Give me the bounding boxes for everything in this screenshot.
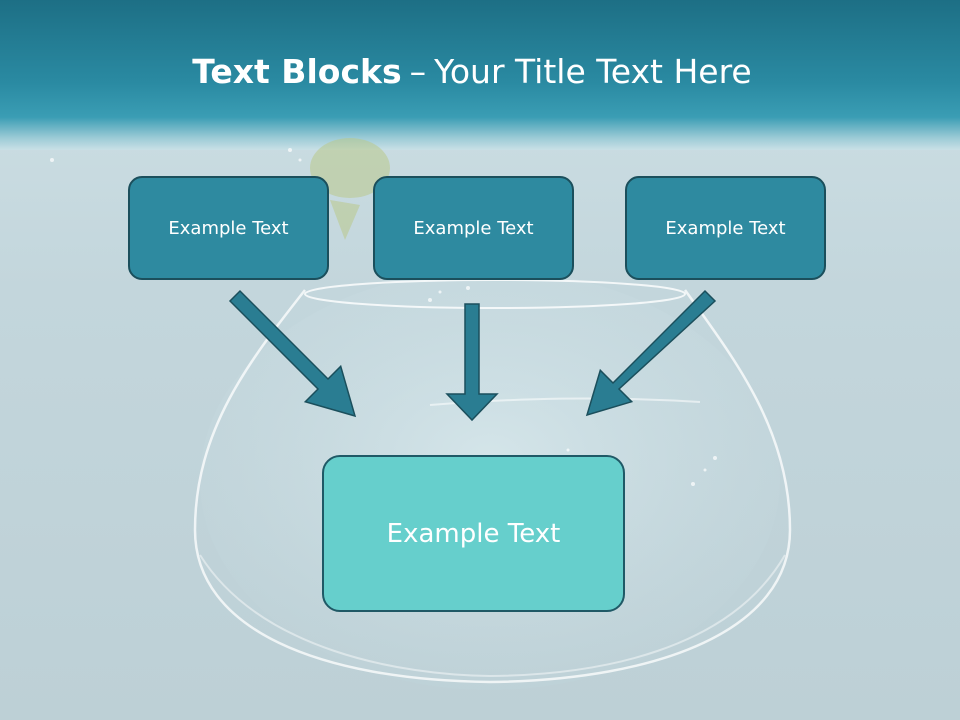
fish-icon [310,138,390,240]
down-left-arrow-icon [585,289,717,417]
text-block-center[interactable]: Example Text [373,176,574,280]
bowl-rim [304,279,686,309]
text-block-left[interactable]: Example Text [128,176,329,280]
title-bold-part: Text Blocks [192,52,402,91]
text-block-right[interactable]: Example Text [625,176,826,280]
down-arrow-icon [445,303,499,422]
header-band [0,0,960,150]
title-dash: – [409,52,427,91]
bowl-outline [193,289,792,684]
title-rest-part: Your Title Text Here [434,52,752,91]
slide-title: Text Blocks–Your Title Text Here [0,52,944,91]
down-right-arrow-icon [228,289,357,418]
target-text-block[interactable]: Example Text [322,455,625,612]
